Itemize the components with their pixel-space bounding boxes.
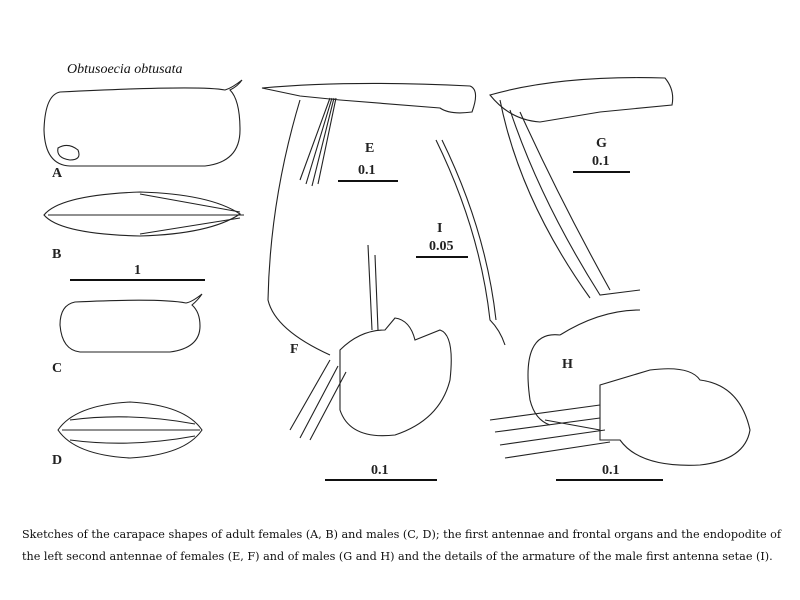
panel-label-c: C: [52, 361, 62, 376]
scale-label-h: 0.1: [602, 463, 620, 478]
carapace-male-lateral-drawing: [59, 293, 203, 353]
second-antenna-female-drawing: [289, 244, 452, 441]
panel-label-f: F: [290, 342, 299, 357]
species-title: Obtusoecia obtusata: [67, 62, 183, 77]
antenna-setae-armature-drawing: [435, 139, 506, 346]
first-antenna-male-drawing: [489, 77, 674, 299]
scale-label-b: 1: [134, 263, 141, 278]
carapace-male-dorsal-drawing: [57, 401, 203, 459]
panel-label-b: B: [52, 247, 61, 262]
panel-label-h: H: [562, 357, 573, 372]
panel-label-e: E: [365, 141, 374, 156]
carapace-female-dorsal-drawing: [43, 191, 244, 237]
first-antenna-female-drawing: [261, 82, 477, 356]
second-antenna-male-drawing: [489, 309, 751, 466]
figure-caption: Sketches of the carapace shapes of adult…: [22, 528, 782, 563]
scale-label-i: 0.05: [429, 239, 454, 254]
panel-label-i: I: [437, 221, 442, 236]
panel-label-g: G: [596, 136, 607, 151]
panel-label-d: D: [52, 453, 62, 468]
carapace-female-lateral-drawing: [43, 79, 243, 167]
scale-label-g: 0.1: [592, 154, 610, 169]
scale-label-f: 0.1: [371, 463, 389, 478]
scale-label-e: 0.1: [358, 163, 376, 178]
panel-label-a: A: [52, 166, 63, 181]
